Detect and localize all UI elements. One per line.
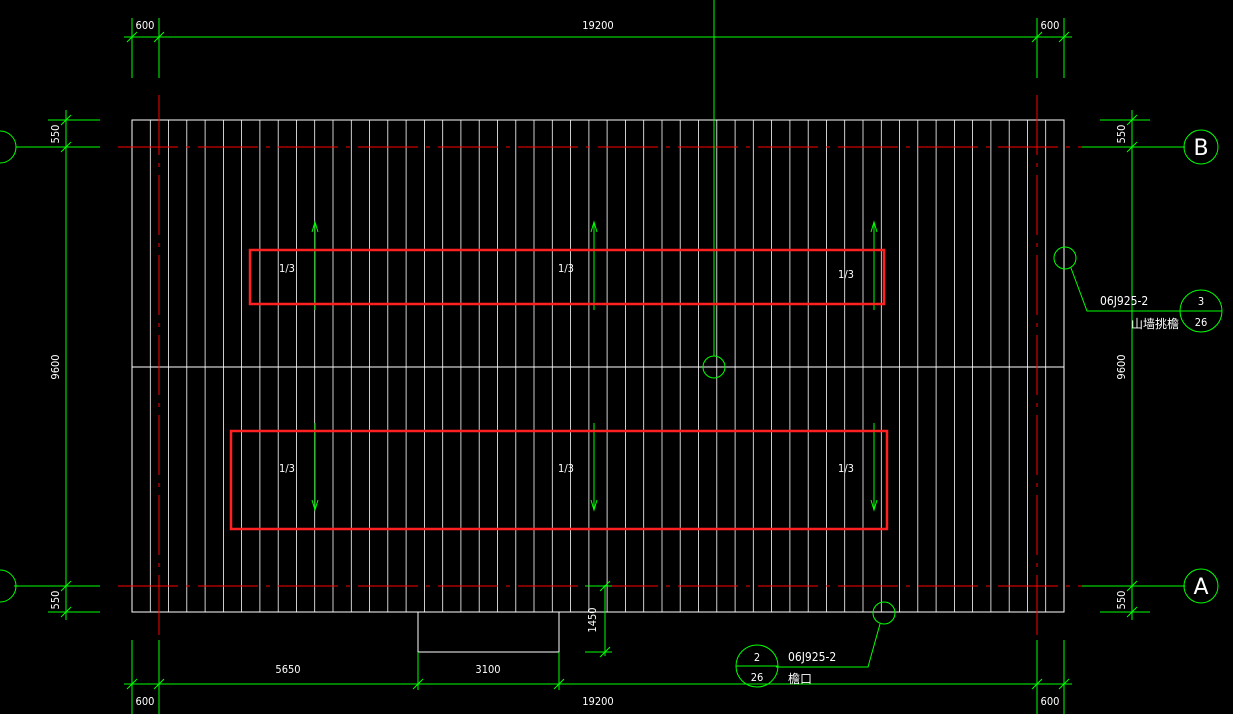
axis-bubbles bbox=[0, 129, 1223, 688]
gable-detail-ref: 06J925-2 bbox=[1100, 294, 1148, 308]
axis-b-label: B bbox=[1193, 136, 1208, 161]
eave-detail-ref: 06J925-2 bbox=[788, 650, 836, 664]
top-dim-right: 600 bbox=[1041, 19, 1060, 32]
roof-outline bbox=[131, 119, 1065, 653]
axis-a-label: A bbox=[1193, 575, 1208, 600]
top-dim-center: 19200 bbox=[582, 19, 613, 32]
slope-label: 1/3 bbox=[838, 268, 854, 281]
highlight-lower bbox=[229, 429, 889, 531]
left-dim-middle: 9600 bbox=[49, 354, 62, 379]
entrance-canopy bbox=[417, 611, 560, 653]
highlight-upper bbox=[248, 248, 886, 306]
eave-detail-desc: 檐口 bbox=[788, 672, 812, 686]
axis-b-right-bubble bbox=[1183, 129, 1219, 165]
dimension-lines bbox=[14, 0, 1185, 714]
axis-a-left-bubble bbox=[0, 569, 17, 603]
bottom-dim-left: 600 bbox=[136, 695, 155, 708]
gable-detail-sheet: 26 bbox=[1195, 316, 1208, 329]
bottom-dim-center: 19200 bbox=[582, 695, 613, 708]
bottom-dim-span1: 5650 bbox=[275, 663, 300, 676]
slope-label: 1/3 bbox=[558, 262, 574, 275]
bottom-dim-span2: 3100 bbox=[475, 663, 500, 676]
gable-detail-desc: 山墙挑檐 bbox=[1131, 317, 1179, 331]
bottom-dim-right: 600 bbox=[1041, 695, 1060, 708]
roof-panel-ribs bbox=[149, 120, 1047, 612]
highlight-boxes bbox=[229, 248, 889, 531]
eave-detail-sheet: 26 bbox=[751, 671, 764, 684]
slope-label: 1/3 bbox=[558, 462, 574, 475]
slope-label: 1/3 bbox=[279, 262, 295, 275]
right-dim-middle: 9600 bbox=[1115, 354, 1128, 379]
slope-label: 1/3 bbox=[279, 462, 295, 475]
eave-detail-num: 2 bbox=[754, 651, 760, 664]
axis-a-right-bubble bbox=[1183, 568, 1219, 604]
top-dim-left: 600 bbox=[136, 19, 155, 32]
gable-detail-num: 3 bbox=[1198, 295, 1204, 308]
left-dim-bottom: 550 bbox=[49, 591, 62, 610]
canopy-dim: 1450 bbox=[586, 607, 599, 632]
axis-b-left-bubble bbox=[0, 130, 17, 164]
right-dim-bottom: 550 bbox=[1115, 591, 1128, 610]
left-dim-top: 550 bbox=[49, 125, 62, 144]
right-dim-top: 550 bbox=[1115, 125, 1128, 144]
slope-label: 1/3 bbox=[838, 462, 854, 475]
